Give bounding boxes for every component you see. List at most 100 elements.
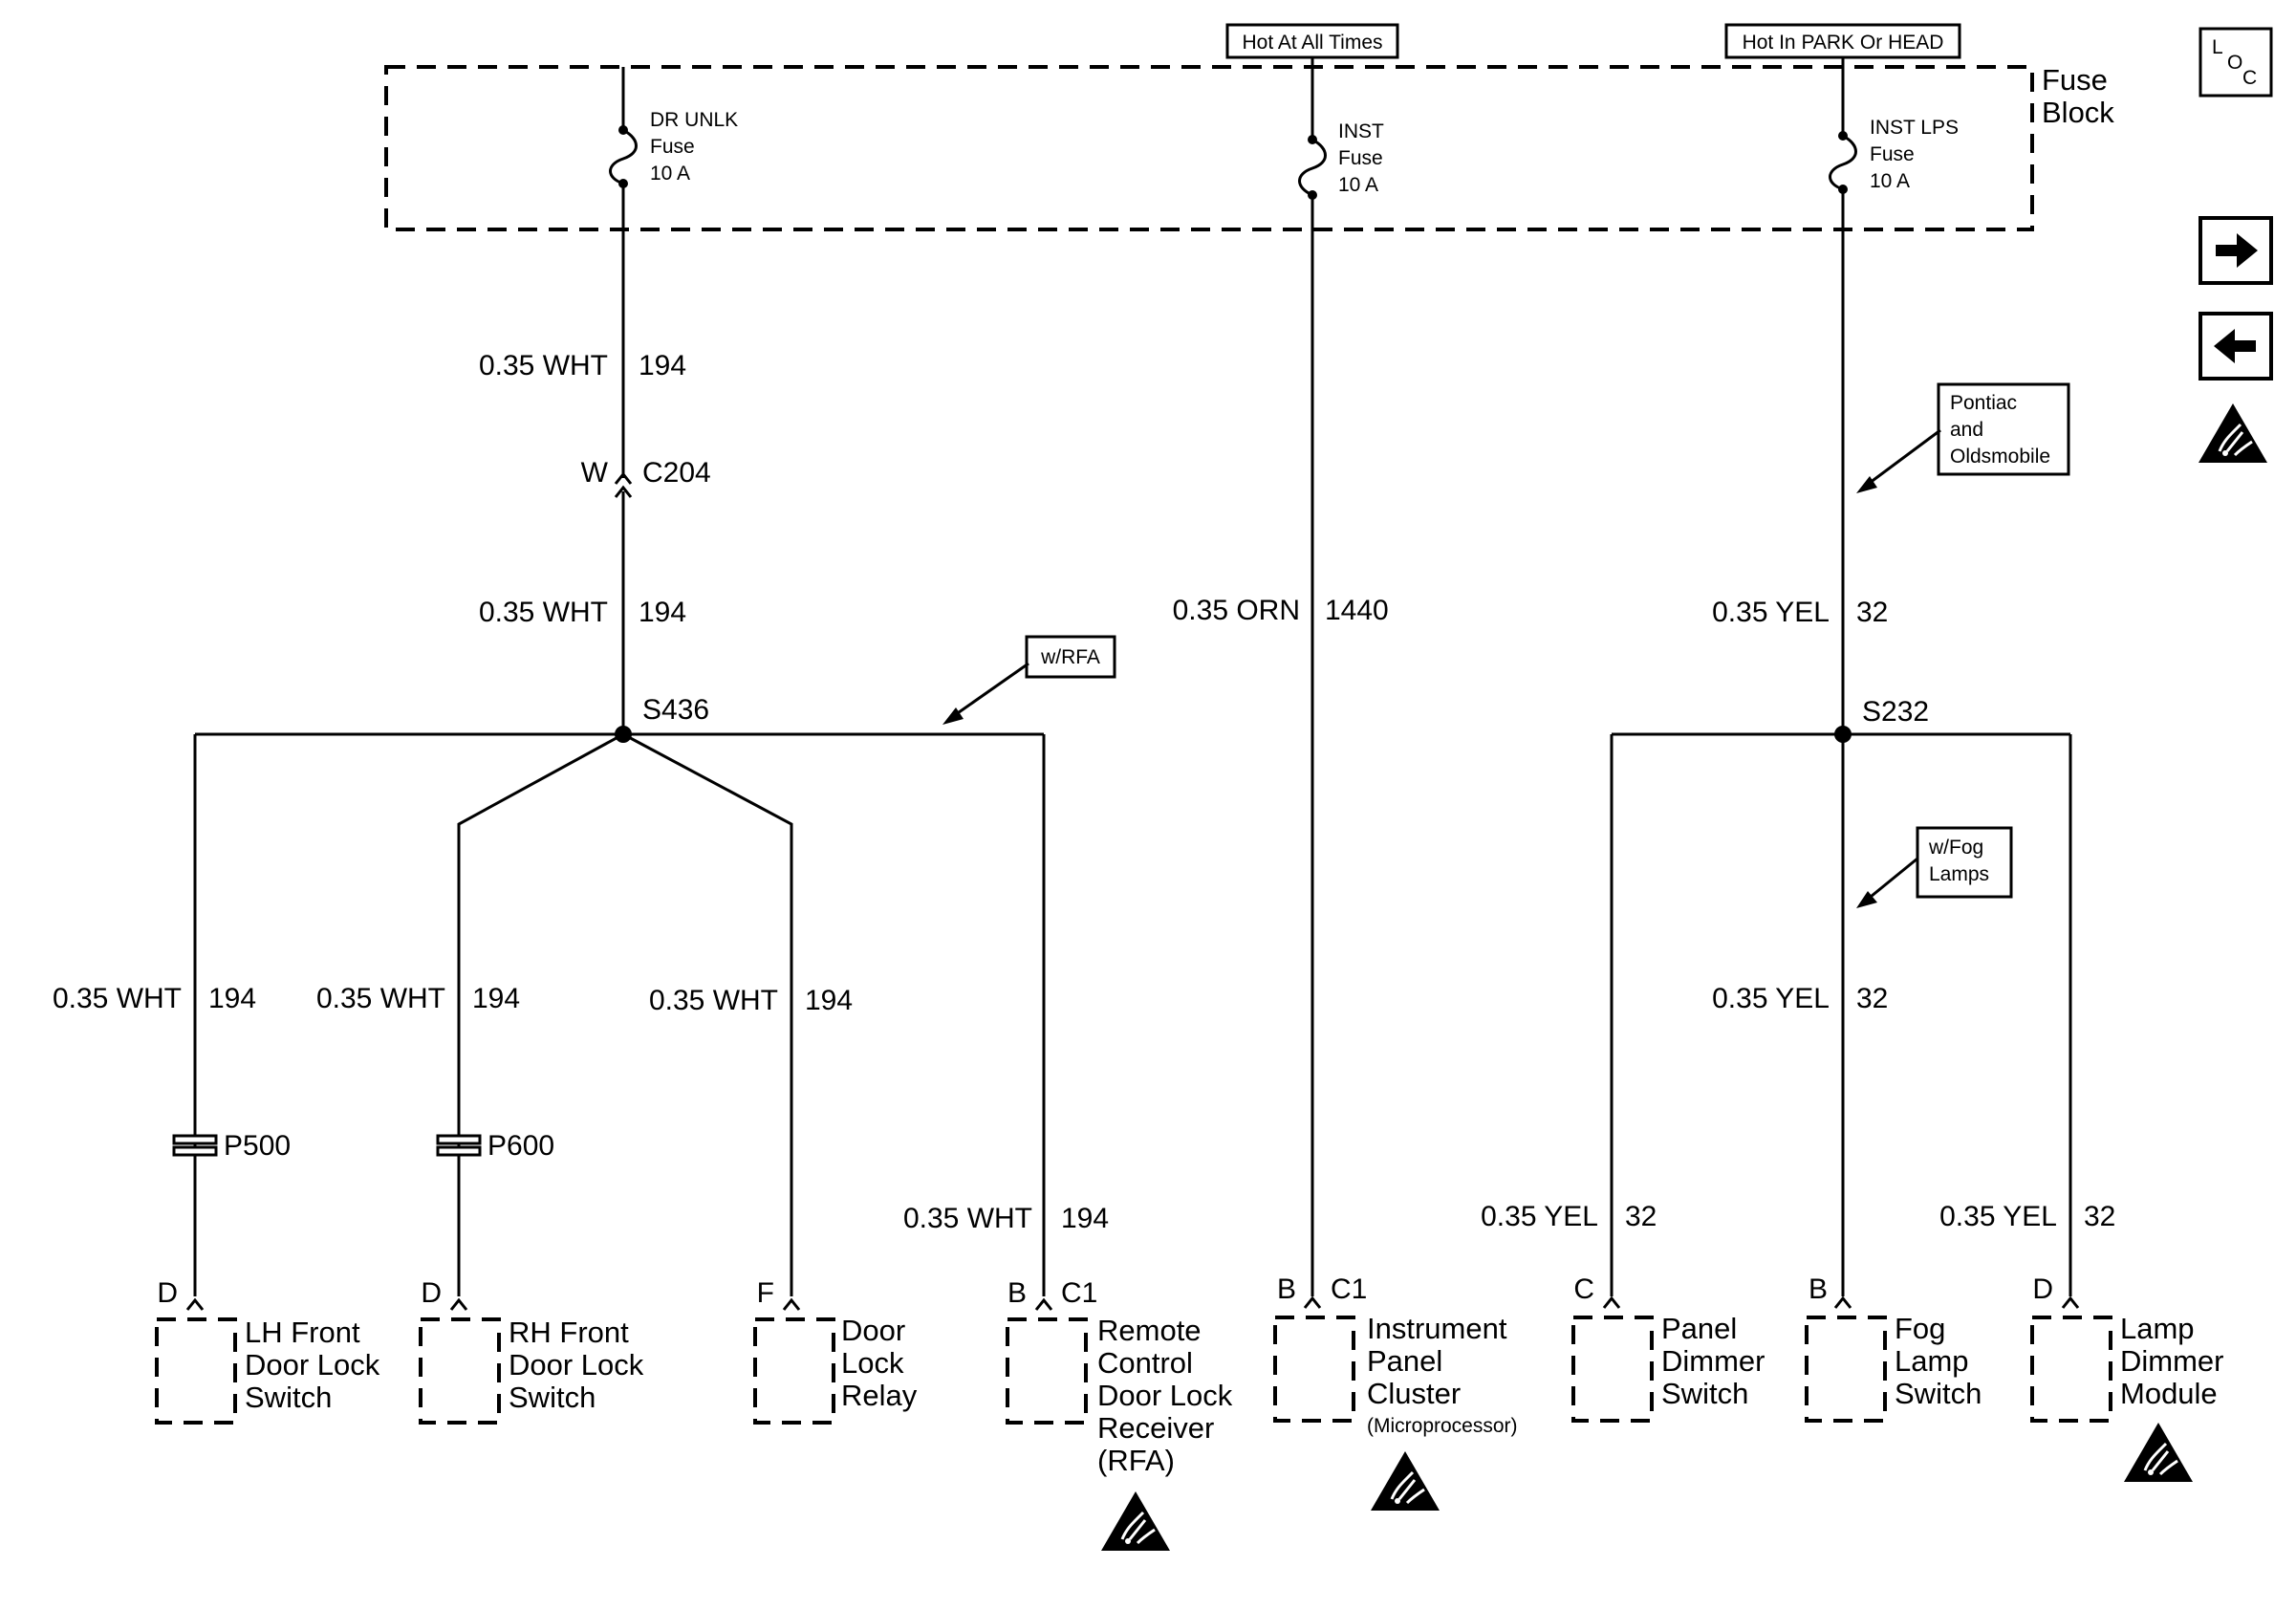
svg-text:Panel: Panel <box>1661 1312 1737 1345</box>
svg-text:1440: 1440 <box>1325 595 1389 626</box>
note-pontiac-oldsmobile: Pontiac and Oldsmobile <box>1856 382 2070 493</box>
component-fog-lamp-switch: B Fog Lamp Switch <box>1805 1273 1982 1423</box>
svg-text:Lock: Lock <box>841 1346 904 1380</box>
fuse-dr-unlk: DR UNLK Fuse 10 A <box>609 67 738 188</box>
svg-text:0.35 WHT: 0.35 WHT <box>316 983 445 1014</box>
svg-text:D: D <box>157 1277 178 1309</box>
svg-text:0.35 ORN: 0.35 ORN <box>1173 595 1300 626</box>
note-w-fog-lamps: w/Fog Lamps <box>1856 826 2013 908</box>
splice-label: S436 <box>642 694 709 726</box>
svg-text:O: O <box>2227 52 2242 74</box>
svg-text:Hot At All Times: Hot At All Times <box>1242 32 1382 54</box>
svg-text:Instrument: Instrument <box>1367 1312 1507 1345</box>
svg-text:Fuse: Fuse <box>1870 143 1915 165</box>
inline-connector-p500: P500 <box>172 1130 291 1162</box>
svg-text:(RFA): (RFA) <box>1097 1444 1175 1477</box>
svg-text:Lamp: Lamp <box>2120 1312 2195 1345</box>
inline-connector-p600: P600 <box>436 1130 554 1162</box>
component-rh-front-door-lock-switch: D RH Front Door Lock Switch <box>419 1277 644 1425</box>
power-source-hot-at-all-times: Hot At All Times <box>1225 23 1399 59</box>
svg-text:194: 194 <box>208 983 256 1014</box>
splice-label: S232 <box>1862 696 1929 728</box>
svg-text:w/Fog: w/Fog <box>1928 837 1983 859</box>
fuse-inst-lps: INST LPS Fuse 10 A <box>1829 57 1959 194</box>
circuit-1440: 0.35 ORN 1440 <box>1173 195 1389 1296</box>
svg-text:0.35 WHT: 0.35 WHT <box>903 1203 1032 1234</box>
svg-text:Door Lock: Door Lock <box>1097 1379 1233 1412</box>
note-w-rfa: w/RFA <box>942 635 1116 725</box>
fuse-block-label-2: Block <box>2042 96 2114 129</box>
svg-text:Dimmer: Dimmer <box>2120 1344 2224 1378</box>
svg-text:10 A: 10 A <box>1338 174 1378 196</box>
svg-text:32: 32 <box>1856 597 1888 628</box>
svg-text:10 A: 10 A <box>650 163 690 185</box>
svg-text:Fuse: Fuse <box>650 136 695 158</box>
power-source-hot-in-park-or-head: Hot In PARK Or HEAD <box>1724 23 1961 59</box>
svg-text:Module: Module <box>2120 1377 2218 1410</box>
svg-text:and: and <box>1950 419 1983 441</box>
svg-text:Door: Door <box>841 1314 905 1347</box>
svg-text:32: 32 <box>2084 1201 2115 1232</box>
svg-text:Door Lock: Door Lock <box>245 1348 380 1382</box>
svg-text:Lamps: Lamps <box>1929 863 1989 885</box>
loc-icon[interactable]: L O C <box>2199 27 2273 98</box>
svg-text:Pontiac: Pontiac <box>1950 392 2017 414</box>
svg-text:194: 194 <box>1061 1203 1109 1234</box>
component-lh-front-door-lock-switch: D LH Front Door Lock Switch <box>155 1277 380 1425</box>
svg-text:32: 32 <box>1625 1201 1657 1232</box>
svg-text:Switch: Switch <box>1661 1377 1748 1410</box>
fuse-inst: INST Fuse 10 A <box>1298 57 1384 200</box>
svg-text:0.35 YEL: 0.35 YEL <box>1939 1201 2057 1232</box>
esd-warning-icon <box>1369 1449 1441 1512</box>
svg-text:C: C <box>2242 67 2257 89</box>
svg-text:D: D <box>421 1277 442 1309</box>
svg-text:0.35 WHT: 0.35 WHT <box>53 983 182 1014</box>
svg-text:INST LPS: INST LPS <box>1870 117 1959 139</box>
svg-text:Switch: Switch <box>245 1381 332 1414</box>
fuse-block-label-1: Fuse <box>2042 63 2108 97</box>
svg-text:0.35 YEL: 0.35 YEL <box>1712 983 1830 1014</box>
esd-warning-icon <box>1099 1490 1172 1553</box>
svg-text:P500: P500 <box>224 1130 291 1162</box>
svg-text:LH Front: LH Front <box>245 1316 360 1349</box>
svg-text:(Microprocessor): (Microprocessor) <box>1367 1415 1518 1437</box>
svg-text:C1: C1 <box>1061 1277 1097 1309</box>
fuse-block: Fuse Block <box>384 63 2114 231</box>
svg-text:32: 32 <box>1856 983 1888 1014</box>
svg-text:B: B <box>1007 1277 1027 1309</box>
connector-name: C204 <box>642 457 711 489</box>
svg-text:Relay: Relay <box>841 1379 918 1412</box>
svg-text:Switch: Switch <box>1895 1377 1982 1410</box>
wire-label: 0.35 WHT <box>479 350 608 381</box>
svg-text:10 A: 10 A <box>1870 170 1910 192</box>
svg-text:0.35 YEL: 0.35 YEL <box>1481 1201 1598 1232</box>
svg-text:D: D <box>2032 1273 2053 1305</box>
circuit-number: 194 <box>639 597 686 628</box>
svg-text:Lamp: Lamp <box>1895 1344 1969 1378</box>
svg-text:0.35 YEL: 0.35 YEL <box>1712 597 1830 628</box>
connector-pin: W <box>581 457 609 489</box>
svg-text:194: 194 <box>472 983 520 1014</box>
circuit-32: 0.35 YEL 32 Pontiac and Oldsmobile S232 … <box>1481 189 2115 1296</box>
component-remote-control-door-lock-receiver: B C1 Remote Control Door Lock Receiver (… <box>1006 1277 1233 1553</box>
circuit-number: 194 <box>639 350 686 381</box>
svg-text:DR UNLK: DR UNLK <box>650 109 738 131</box>
svg-text:Remote: Remote <box>1097 1314 1202 1347</box>
svg-text:B: B <box>1809 1273 1828 1305</box>
component-instrument-panel-cluster: B C1 Instrument Panel Cluster (Microproc… <box>1273 1273 1518 1512</box>
svg-text:Dimmer: Dimmer <box>1661 1344 1765 1378</box>
esd-warning-icon[interactable] <box>2197 402 2269 465</box>
svg-text:Fog: Fog <box>1895 1312 1945 1345</box>
svg-text:L: L <box>2212 36 2223 58</box>
svg-text:P600: P600 <box>487 1130 554 1162</box>
svg-text:194: 194 <box>805 985 853 1016</box>
arrow-left-icon[interactable] <box>2199 312 2273 381</box>
component-panel-dimmer-switch: C Panel Dimmer Switch <box>1571 1273 1765 1423</box>
svg-text:F: F <box>757 1277 774 1309</box>
svg-text:Door Lock: Door Lock <box>509 1348 644 1382</box>
arrow-right-icon[interactable] <box>2199 216 2273 285</box>
svg-text:C1: C1 <box>1331 1273 1367 1305</box>
svg-text:B: B <box>1277 1273 1296 1305</box>
svg-text:RH Front: RH Front <box>509 1316 629 1349</box>
